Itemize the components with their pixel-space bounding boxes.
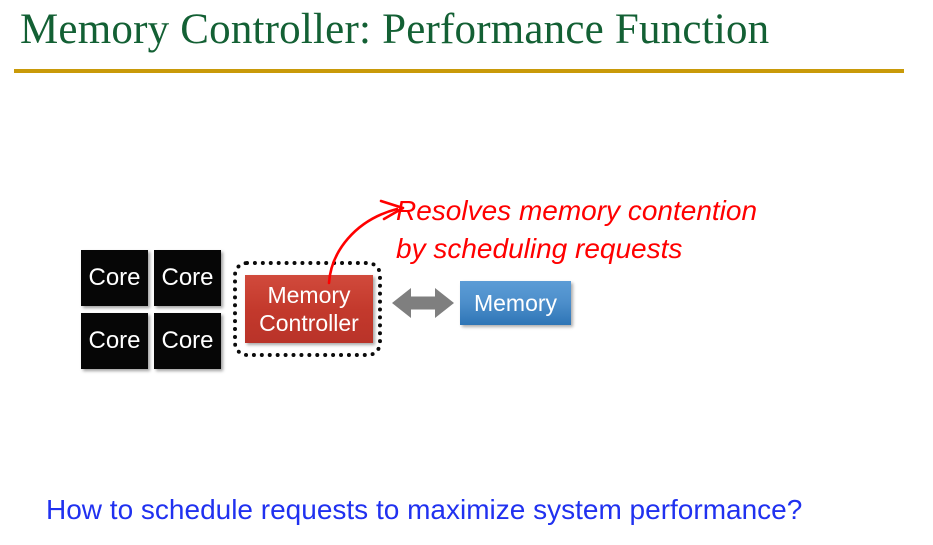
curved-arrow-icon	[327, 199, 405, 285]
core-block-1: Core	[154, 250, 221, 306]
core-block-3: Core	[154, 313, 221, 369]
core-block-2: Core	[81, 313, 148, 369]
memory-block: Memory	[460, 281, 571, 325]
memory-controller-label-line2: Controller	[259, 310, 359, 336]
memory-controller-label-line1: Memory	[267, 282, 351, 308]
core-block-label: Core	[88, 264, 141, 291]
memory-block-label: Memory	[473, 290, 558, 316]
core-block-label: Core	[161, 264, 214, 291]
core-block-label: Core	[88, 327, 141, 354]
core-block-0: Core	[81, 250, 148, 306]
double-arrow-horizontal-icon	[392, 288, 454, 318]
callout-annotation: Resolves memory contention by scheduling…	[396, 192, 826, 268]
callout-annotation-line2: by scheduling requests	[396, 233, 683, 264]
page-title: Memory Controller: Performance Function	[20, 6, 770, 53]
callout-annotation-line1: Resolves memory contention	[396, 195, 758, 226]
footer-question: How to schedule requests to maximize sys…	[46, 494, 803, 525]
memory-controller-block: Memory Controller	[245, 275, 373, 343]
core-block-label: Core	[161, 327, 214, 354]
memory-controller-dotted-border	[233, 261, 382, 357]
title-underline-rule	[14, 69, 904, 73]
